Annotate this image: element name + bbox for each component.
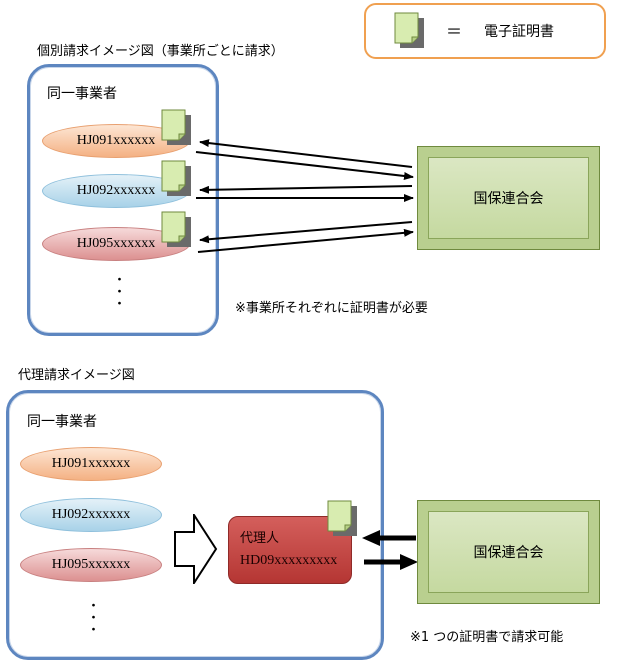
agent-box: 代理人 HD09xxxxxxxxx	[228, 516, 352, 584]
section2-group-label: 同一事業者	[27, 414, 97, 430]
office-code: HJ091xxxxxx	[76, 133, 156, 148]
section1-group-label: 同一事業者	[47, 86, 117, 102]
section2-continuation-dots: ・ ・ ・	[87, 599, 101, 638]
office-code: HJ092xxxxxx	[76, 183, 156, 198]
certificate-icon	[161, 109, 191, 145]
agent-code: HD09xxxxxxxxx	[240, 553, 338, 568]
agent-label: 代理人	[240, 531, 280, 546]
section2-note: ※1 つの証明書で請求可能	[410, 630, 564, 645]
section1-continuation-dots: ・ ・ ・	[113, 273, 127, 312]
office-oval-3: HJ095xxxxxx	[20, 548, 162, 582]
certificate-icon	[161, 160, 191, 196]
section2-title: 代理請求イメージ図	[18, 368, 135, 383]
office-code: HJ091xxxxxx	[51, 456, 131, 471]
legend-equals: ＝	[446, 22, 463, 41]
office-oval-2: HJ092xxxxxx	[20, 498, 162, 532]
legend-label: 電子証明書	[484, 24, 554, 40]
certificate-icon	[394, 12, 424, 48]
certificate-icon	[161, 211, 191, 247]
office-oval-3: HJ095xxxxxx	[42, 227, 190, 261]
hollow-arrow-icon	[174, 514, 218, 584]
section1-title: 個別請求イメージ図（事業所ごとに請求）	[37, 44, 284, 59]
office-code: HJ095xxxxxx	[51, 557, 131, 572]
office-oval-1: HJ091xxxxxx	[20, 447, 162, 481]
section1-note: ※事業所それぞれに証明書が必要	[235, 301, 428, 316]
kokuho-label: 国保連合会	[473, 191, 544, 207]
certificate-icon	[327, 500, 357, 536]
kokuho-box-1: 国保連合会	[417, 146, 600, 250]
kokuho-box-2: 国保連合会	[417, 500, 600, 604]
kokuho-label: 国保連合会	[473, 545, 544, 561]
section2-connection-arrows	[362, 530, 418, 570]
office-code: HJ095xxxxxx	[76, 236, 156, 251]
office-code: HJ092xxxxxx	[51, 507, 131, 522]
legend-box: ＝ 電子証明書	[364, 3, 606, 59]
